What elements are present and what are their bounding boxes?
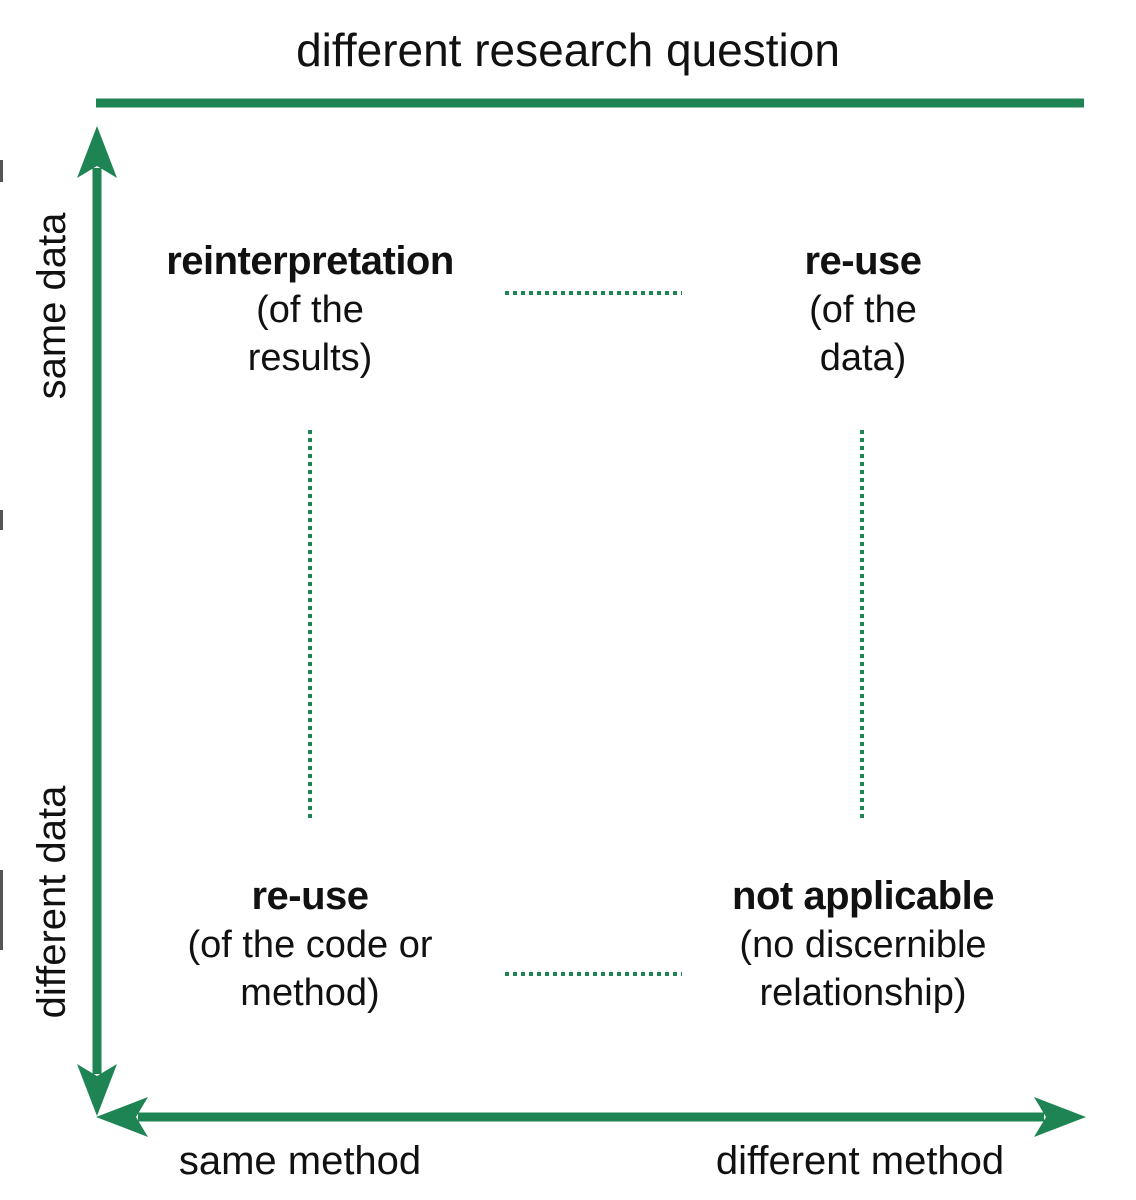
cell-subtitle-line1: (of the	[256, 289, 364, 331]
header-title: different research question	[296, 24, 840, 76]
edge-tick	[0, 870, 3, 950]
cell-subtitle-line1: (of the	[809, 289, 917, 331]
cell-title: reinterpretation	[166, 239, 454, 283]
x-axis-arrowhead-right	[1034, 1097, 1086, 1137]
y-axis-arrowhead-up	[77, 126, 117, 178]
x-axis-label-left: same method	[178, 1139, 422, 1183]
cell-title: re-use	[804, 239, 922, 283]
cell-top-right: re-use (of the data)	[693, 236, 1033, 382]
y-axis-arrowhead-down	[77, 1064, 117, 1116]
y-axis-label-bottom: different data	[30, 785, 74, 1019]
cell-subtitle-line2: results)	[247, 337, 373, 379]
cell-subtitle-line1: (of the code or	[187, 924, 433, 966]
cell-bottom-right: not applicable (no discernible relations…	[693, 871, 1033, 1017]
cell-top-left: reinterpretation (of the results)	[140, 236, 480, 382]
cell-subtitle-line2: data)	[819, 337, 907, 379]
cell-bottom-left: re-use (of the code or method)	[140, 871, 480, 1017]
cell-title: re-use	[251, 874, 369, 918]
cell-subtitle-line2: relationship)	[759, 972, 967, 1014]
cell-subtitle-line2: method)	[240, 972, 380, 1014]
cell-subtitle-line1: (no discernible	[739, 924, 987, 966]
edge-tick	[0, 160, 3, 182]
edge-tick	[0, 510, 3, 530]
cell-title: not applicable	[732, 874, 994, 918]
x-axis-arrowhead-left	[96, 1097, 148, 1137]
y-axis-label-top: same data	[30, 212, 74, 400]
x-axis-label-right: different method	[715, 1139, 1005, 1183]
